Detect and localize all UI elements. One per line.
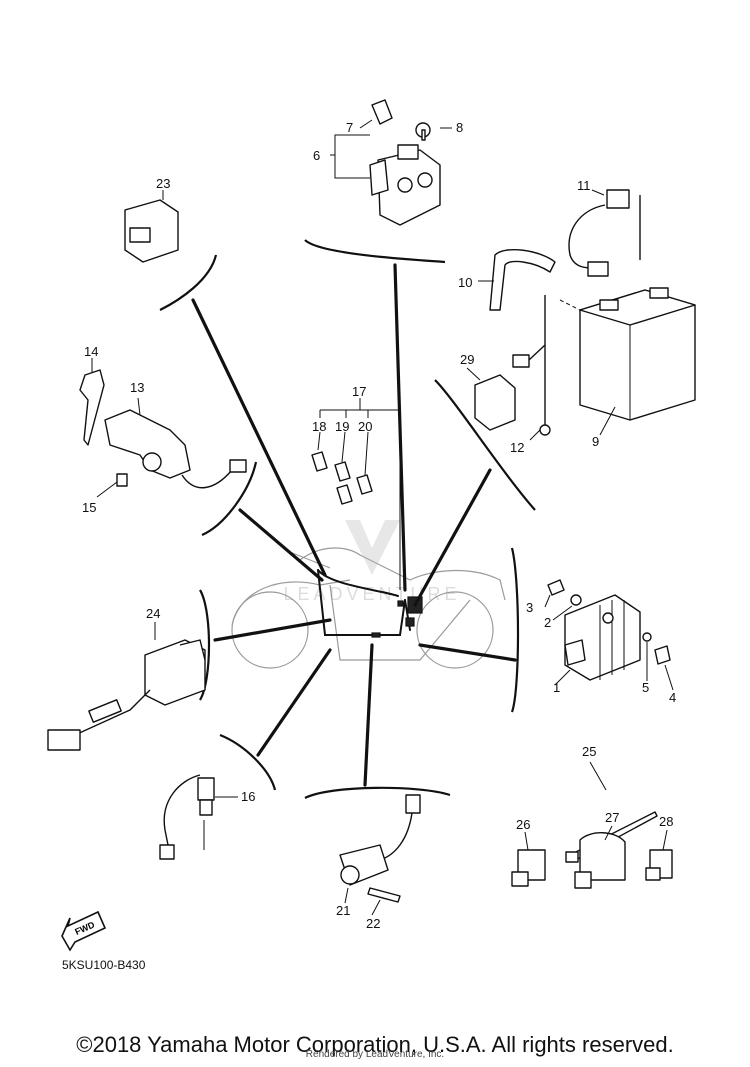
part-clamps: [511, 761, 673, 889]
part-21: [339, 794, 421, 916]
render-credit: Rendered by LeadVenture, Inc.: [305, 1049, 445, 1060]
part-16: [159, 774, 238, 860]
watermark-text: LEADVENTURE: [283, 584, 460, 604]
part-regulator: [544, 579, 674, 691]
cable-11-connector: [606, 189, 630, 209]
callout-11: 11: [577, 178, 591, 193]
callout-labels: 1 2 3 4 5 6 7 8 9 10 11 12 13 14 15 16 1…: [82, 120, 676, 931]
part-starter-relay: [330, 99, 452, 226]
motorcycle-outline: [231, 547, 506, 669]
bolt-8-shank: [421, 129, 426, 141]
connector-tiny: [397, 600, 404, 607]
callout-21: 21: [336, 903, 350, 918]
key-14: [79, 369, 105, 446]
callout-25: 25: [582, 744, 596, 759]
callout-24: 24: [146, 606, 160, 621]
callout-16: 16: [241, 789, 255, 804]
battery-strap-10: [489, 249, 556, 311]
plug-connector: [47, 729, 81, 751]
callout-20: 20: [358, 419, 372, 434]
part-relay-29: [466, 367, 516, 431]
connector-small: [371, 632, 381, 638]
diagram-code: 5KSU100-B430: [62, 958, 146, 972]
copyright-notice: ©2018 Yamaha Motor Corporation, U.S.A. A…: [76, 1032, 674, 1057]
callout-1: 1: [553, 680, 560, 695]
part-24: [47, 622, 206, 751]
callout-12: 12: [510, 440, 524, 455]
callout-10: 10: [458, 275, 472, 290]
fwd-arrow-icon: FWD: [61, 910, 107, 952]
part-fuses: [311, 398, 401, 590]
callout-23: 23: [156, 176, 170, 191]
callout-9: 9: [592, 434, 599, 449]
callout-17: 17: [352, 384, 366, 399]
group-leaders: [159, 239, 536, 799]
callout-14: 14: [84, 344, 98, 359]
callout-22: 22: [366, 916, 380, 931]
part-battery: [478, 189, 696, 441]
callout-19: 19: [335, 419, 349, 434]
callout-29: 29: [460, 352, 474, 367]
callout-7: 7: [346, 120, 353, 135]
callout-15: 15: [82, 500, 96, 515]
callout-27: 27: [605, 810, 619, 825]
part-ignition-switch: [79, 358, 247, 498]
connector-block: [405, 617, 415, 627]
callout-28: 28: [659, 814, 673, 829]
callout-5: 5: [642, 680, 649, 695]
callout-26: 26: [516, 817, 530, 832]
callout-4: 4: [669, 690, 676, 705]
part-relay-unit-23: [124, 190, 179, 263]
relay-fuse-7: [371, 99, 393, 125]
callout-18: 18: [312, 419, 326, 434]
callout-6: 6: [313, 148, 320, 163]
callout-3: 3: [526, 600, 533, 615]
callout-2: 2: [544, 615, 551, 630]
watermark: LEADVENTURE: [283, 520, 460, 604]
callout-8: 8: [456, 120, 463, 135]
callout-13: 13: [130, 380, 144, 395]
